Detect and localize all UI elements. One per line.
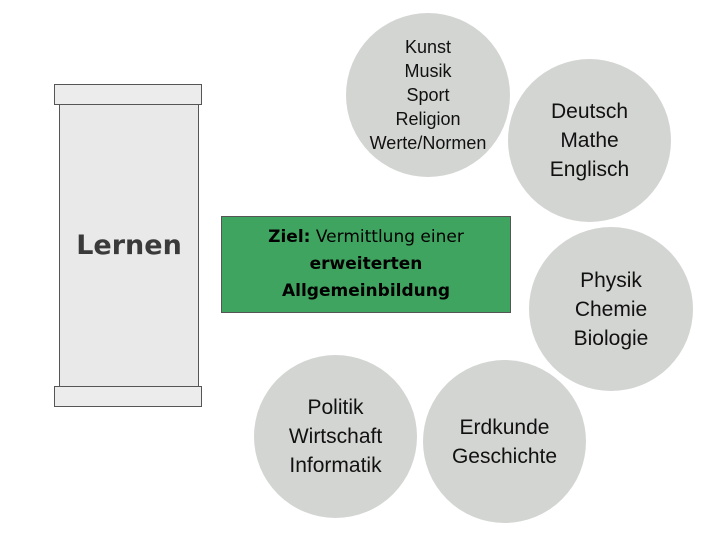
subject-circle-core: Deutsch Mathe Englisch [508, 59, 671, 222]
subject-label: Politik [307, 396, 364, 419]
subject-label: Geschichte [451, 444, 558, 468]
goal-text: Vermittlung einer [310, 227, 464, 247]
subject-label: Physik [580, 268, 642, 292]
subject-label: Mathe [560, 129, 619, 152]
pillar-label: Lernen [76, 230, 182, 261]
subject-label: Biologie [573, 326, 649, 350]
subject-label: Informatik [289, 454, 382, 477]
goal-prefix: Ziel: [268, 227, 311, 247]
subject-circle-history: Erdkunde Geschichte [423, 360, 586, 523]
subject-label: Werte/Normen [369, 133, 487, 153]
subject-circle-arts: Kunst Musik Sport Religion Werte/Normen [346, 13, 510, 177]
subject-label: Chemie [574, 297, 648, 321]
subject-label: Wirtschaft [288, 425, 383, 448]
goal-line-2: erweiterten [309, 254, 423, 274]
subject-label: Erdkunde [459, 415, 550, 439]
goal-line-3: Allgemeinbildung [281, 281, 451, 301]
pillar-base [54, 386, 202, 407]
pillar-capital [54, 84, 202, 105]
subject-label: Kunst [404, 37, 452, 57]
subject-circle-politics: Politik Wirtschaft Informatik [254, 355, 417, 518]
subject-label: Deutsch [550, 100, 629, 123]
subject-label: Musik [404, 61, 452, 81]
subject-label: Sport [406, 85, 450, 105]
goal-line-1: Ziel: Vermittlung einer [268, 224, 464, 251]
subject-label: Religion [395, 109, 461, 129]
subject-label: Englisch [549, 158, 630, 181]
subject-circle-sciences: Physik Chemie Biologie [529, 227, 693, 391]
pillar-shaft: Lernen [59, 105, 199, 386]
goal-box: Ziel: Vermittlung einer erweiterten Allg… [221, 216, 511, 313]
